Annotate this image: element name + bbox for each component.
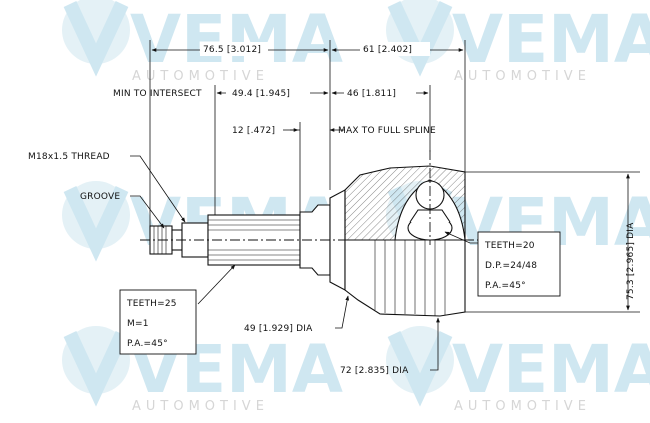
watermark-tagline: AUTOMOTIVE — [454, 399, 591, 414]
dimension-lines — [130, 40, 640, 371]
inner-spline-teeth: TEETH=20 — [484, 241, 535, 251]
dim-overall-right: 61 [2.402] — [363, 45, 412, 55]
dim-overall-left: 76.5 [3.012] — [203, 45, 261, 55]
label-groove: GROOVE — [80, 192, 120, 202]
dim-min-to-intersect-label: MIN TO INTERSECT — [113, 89, 202, 99]
outer-spline-teeth: TEETH=25 — [126, 299, 177, 309]
label-thread: M18x1.5 THREAD — [28, 152, 110, 162]
dim-diameter-49: 49 [1.929] DIA — [244, 324, 313, 334]
watermark-brand: VEMA — [130, 1, 343, 78]
watermark-logo-bottom-right — [386, 326, 454, 407]
watermark-logo-mid-left — [62, 181, 130, 262]
dim-spline-stop: 12 [.472] — [232, 126, 275, 136]
watermark-tagline: AUTOMOTIVE — [132, 69, 269, 84]
watermark-brand: VEMA — [452, 331, 650, 408]
outer-spline-spec-box: TEETH=25 M=1 P.A.=45° — [119, 289, 197, 355]
inner-spline-diametral-pitch: D.P.=24/48 — [485, 261, 537, 271]
watermark-brand: VEMA — [452, 1, 650, 78]
dim-max-to-full-spline: MAX TO FULL SPLINE — [338, 126, 436, 136]
watermark-logo-bottom-left — [62, 326, 130, 407]
spline-lines — [208, 219, 300, 261]
outer-spline-module: M=1 — [127, 319, 149, 329]
dim-diameter-75: 75.3 [2.965] DIA — [626, 222, 636, 300]
dim-bell-length: 46 [1.811] — [347, 89, 396, 99]
dim-min-to-intersect-value: 49.4 [1.945] — [232, 89, 290, 99]
inner-spline-spec-box: TEETH=20 D.P.=24/48 P.A.=45° — [477, 231, 561, 297]
watermark-logo-top-left — [62, 0, 130, 77]
dimension-labels: 76.5 [3.012] 61 [2.402] MIN TO INTERSECT… — [28, 42, 636, 376]
watermark-tagline: AUTOMOTIVE — [454, 69, 591, 84]
cv-joint-part — [140, 150, 480, 317]
dim-diameter-72: 72 [2.835] DIA — [340, 366, 409, 376]
inner-spline-pressure-angle: P.A.=45° — [485, 281, 526, 291]
watermark-tagline: AUTOMOTIVE — [132, 399, 269, 414]
outer-spline-pressure-angle: P.A.=45° — [127, 339, 168, 349]
bell-body-lines — [374, 240, 446, 316]
